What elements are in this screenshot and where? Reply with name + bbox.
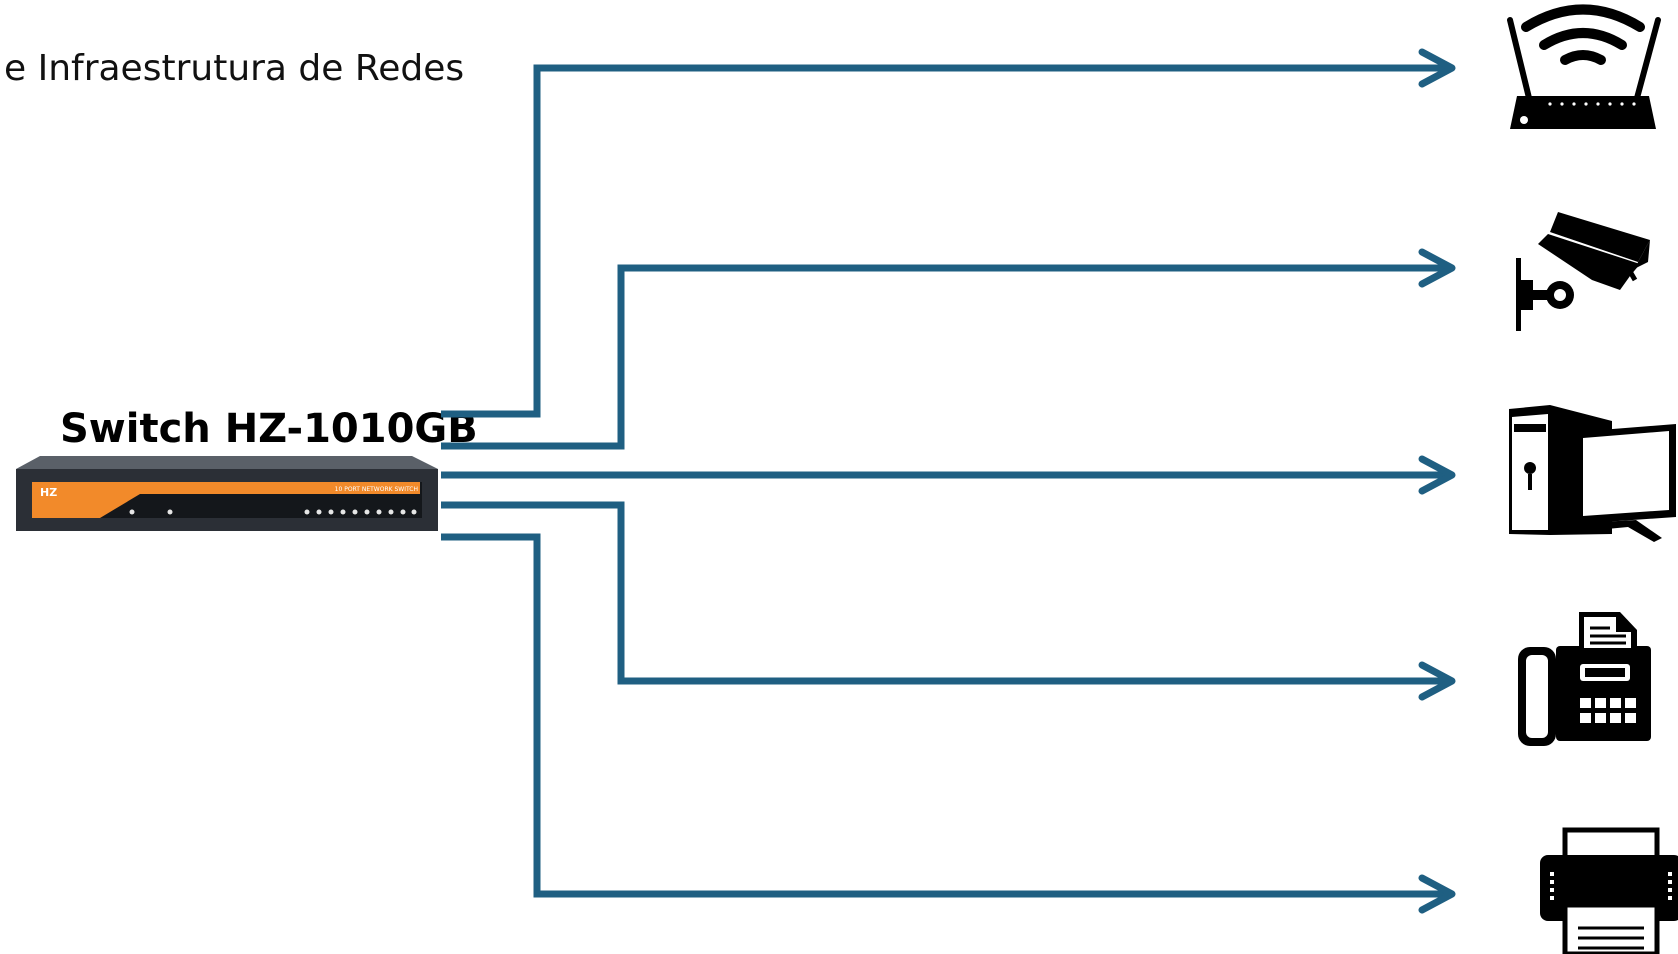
- arrowhead-printer: [1418, 874, 1456, 914]
- link-led: [167, 509, 173, 515]
- wifi-router-icon: [1507, 4, 1661, 129]
- desktop-computer-icon: [1509, 405, 1676, 542]
- connectors: [441, 48, 1456, 914]
- port-led: [304, 509, 310, 515]
- port-led: [411, 509, 417, 515]
- port-led: [328, 509, 334, 515]
- port-led: [364, 509, 370, 515]
- security-camera-icon: [1516, 212, 1650, 331]
- arrowhead-camera: [1418, 248, 1456, 288]
- printer-icon: [1540, 827, 1678, 954]
- switch-orange-stripe: [32, 482, 420, 518]
- port-led: [400, 509, 406, 515]
- switch-top-face: [16, 456, 438, 469]
- port-led: [340, 509, 346, 515]
- port-led: [376, 509, 382, 515]
- port-led: [388, 509, 394, 515]
- arrowhead-fax: [1418, 661, 1456, 701]
- switch-panel-label: 10 PORT NETWORK SWITCH: [335, 486, 418, 493]
- port-led: [316, 509, 322, 515]
- connector-fax: [441, 501, 1450, 685]
- switch-status-leds: [129, 509, 173, 515]
- power-led: [129, 509, 135, 515]
- connector-printer: [441, 533, 1450, 898]
- switch-brand-logo: HZ: [40, 486, 57, 499]
- port-led: [352, 509, 358, 515]
- page-heading: e Infraestrutura de Redes: [4, 48, 465, 89]
- connector-router: [441, 64, 1450, 418]
- connector-camera: [441, 264, 1450, 450]
- switch-title: Switch HZ-1010GB: [60, 406, 478, 452]
- switch-port-leds: [304, 509, 417, 515]
- network-switch: HZ 10 PORT NETWORK SWITCH: [16, 456, 438, 531]
- arrowhead-computer: [1418, 455, 1456, 495]
- arrowhead-router: [1418, 48, 1456, 88]
- fax-machine-icon: [1518, 612, 1651, 746]
